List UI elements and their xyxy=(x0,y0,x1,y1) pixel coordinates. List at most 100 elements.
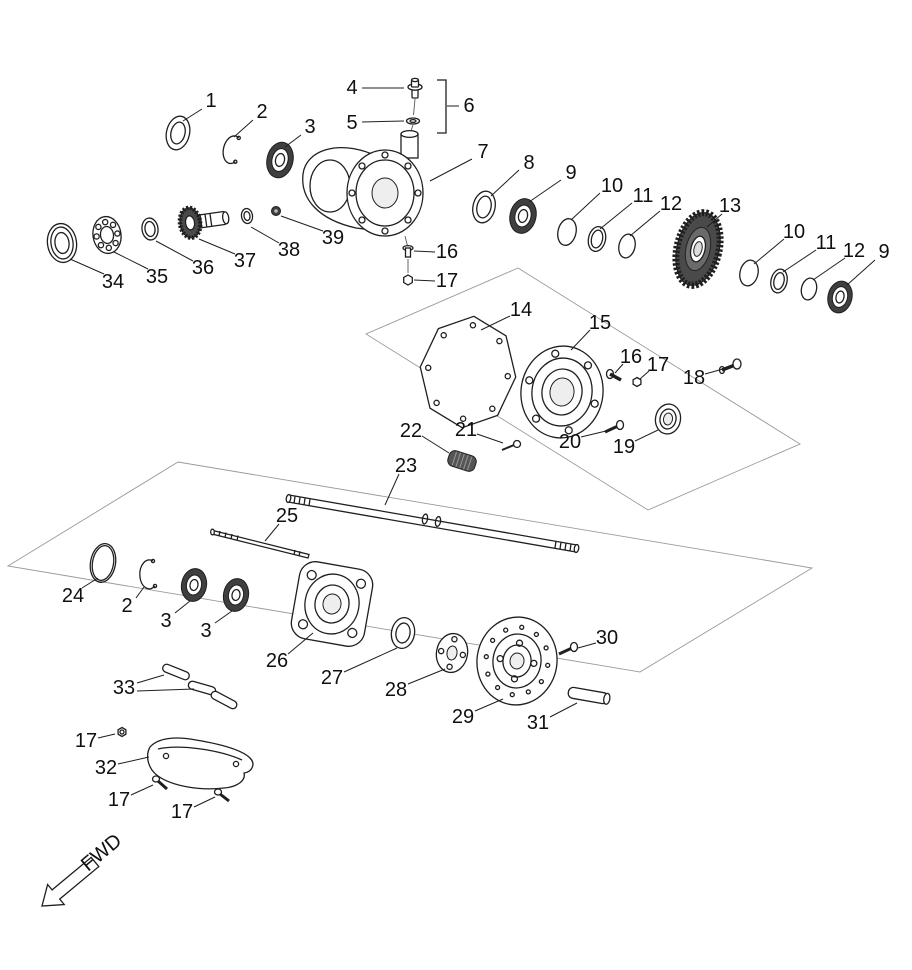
leader-line-9 xyxy=(528,179,562,203)
leader-line-17d xyxy=(130,784,154,796)
part-27-seal xyxy=(390,616,416,650)
part-31-pin xyxy=(567,686,611,705)
leader-line-32 xyxy=(117,756,150,765)
leader-line-38 xyxy=(250,226,280,244)
axis-line xyxy=(404,235,408,247)
callout-17a: 17 xyxy=(436,270,458,292)
part-7-differential-housing xyxy=(302,129,424,237)
callout-24: 24 xyxy=(62,585,84,607)
part-20-bolt xyxy=(604,419,625,434)
leader-line-19 xyxy=(634,429,659,442)
callout-9b: 9 xyxy=(878,241,889,263)
part-17-bolt-guard-2 xyxy=(213,788,230,803)
leader-line-16a xyxy=(413,250,436,253)
leader-line-2b xyxy=(135,586,145,599)
part-4-vent-bolt xyxy=(407,77,423,99)
part-8-seal xyxy=(472,190,496,224)
callout-28: 28 xyxy=(385,679,407,701)
part-3-bearing-lower-2 xyxy=(222,578,250,612)
part-28-flange-hub xyxy=(435,632,469,674)
callout-14: 14 xyxy=(510,299,532,321)
callout-17e: 17 xyxy=(171,801,193,823)
part-16-bolt-small xyxy=(605,368,622,382)
part-17-nut xyxy=(403,274,413,286)
leader-line-27 xyxy=(343,647,398,673)
part-14-gasket xyxy=(419,315,517,429)
part-23-axle-shaft xyxy=(285,493,580,554)
callout-36: 36 xyxy=(192,257,214,279)
callout-25: 25 xyxy=(276,505,298,527)
part-3-bearing-lower-1 xyxy=(180,568,208,602)
leader-line-12b xyxy=(812,257,846,281)
part-3-bearing xyxy=(266,141,294,179)
callout-15: 15 xyxy=(589,312,611,334)
callout-21: 21 xyxy=(455,419,477,441)
part-37-pinion-gear xyxy=(177,205,230,241)
callout-35: 35 xyxy=(146,266,168,288)
part-2-circlip xyxy=(222,135,241,165)
leader-line-5 xyxy=(361,120,405,123)
leader-line-17e xyxy=(193,796,216,808)
callout-37: 37 xyxy=(234,250,256,272)
callout-32: 32 xyxy=(95,757,117,779)
leader-line-13 xyxy=(706,213,723,228)
leader-line-20 xyxy=(580,430,607,438)
fwd-arrow-icon xyxy=(41,856,100,907)
part-12-shim xyxy=(618,233,636,259)
part-16-drain-bolt xyxy=(402,244,414,258)
leader-line-18 xyxy=(704,368,724,375)
part-32-guard-plate xyxy=(147,737,254,790)
part-33-wedge-set xyxy=(162,663,238,710)
leader-line-3b xyxy=(174,600,191,614)
callout-12: 12 xyxy=(660,193,682,215)
callout-3: 3 xyxy=(304,116,315,138)
callout-10: 10 xyxy=(601,175,623,197)
callout-30: 30 xyxy=(596,627,618,649)
callout-17d: 17 xyxy=(108,789,130,811)
callout-17b: 17 xyxy=(647,354,669,376)
callout-29: 29 xyxy=(452,706,474,728)
callout-6: 6 xyxy=(463,95,474,117)
part-6-bracket xyxy=(437,79,447,134)
assembly-plane-middle xyxy=(365,267,801,511)
part-29-brake-disc xyxy=(476,616,558,706)
callout-19: 19 xyxy=(613,436,635,458)
callout-34: 34 xyxy=(102,271,124,293)
leader-line-16b xyxy=(614,363,624,374)
part-25-stud xyxy=(210,528,310,559)
leader-line-33 xyxy=(136,674,165,684)
part-30-bolt xyxy=(558,641,579,656)
part-5-washer xyxy=(405,117,421,125)
callout-38: 38 xyxy=(278,239,300,261)
fwd-label: FWD xyxy=(77,830,126,876)
part-17-bolt-guard-1 xyxy=(151,775,168,791)
callout-8: 8 xyxy=(523,152,534,174)
part-11-washer-right xyxy=(770,268,788,294)
leader-line-10b xyxy=(753,238,785,265)
part-17-nut-guard xyxy=(117,726,127,738)
leader-line-17b xyxy=(639,370,650,380)
part-35-roller-bearing xyxy=(92,215,122,255)
callout-11: 11 xyxy=(633,185,654,207)
leader-line-17a xyxy=(413,279,436,282)
part-11-washer xyxy=(587,226,607,252)
leader-line-30 xyxy=(577,642,597,649)
callout-10b: 10 xyxy=(783,221,805,243)
leader-line-21 xyxy=(476,433,504,444)
part-38-washer xyxy=(240,207,254,225)
leader-line-1 xyxy=(182,108,203,122)
callout-13: 13 xyxy=(719,195,741,217)
leader-line-23 xyxy=(384,473,400,506)
callout-3b: 3 xyxy=(160,610,171,632)
leader-line-22 xyxy=(421,435,450,454)
part-36-washer xyxy=(141,217,159,241)
axis-line xyxy=(413,98,416,116)
part-19-seal-ring xyxy=(654,403,682,435)
callout-23: 23 xyxy=(395,455,417,477)
leader-line-3c xyxy=(214,610,233,624)
callout-16a: 16 xyxy=(436,241,458,263)
leader-line-36 xyxy=(155,240,194,262)
part-15-bearing-carrier xyxy=(520,345,604,439)
callout-12b: 12 xyxy=(843,240,865,262)
